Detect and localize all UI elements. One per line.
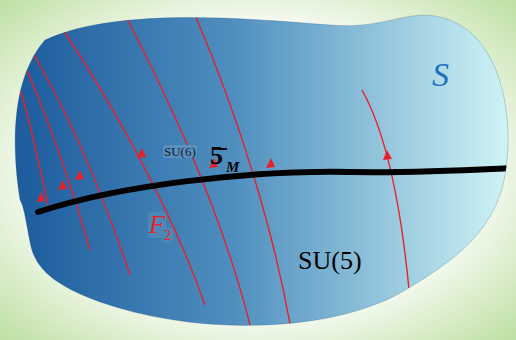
group-label: SU(6)	[163, 145, 197, 158]
flux-line	[18, 50, 90, 250]
flux-line	[362, 90, 412, 325]
curve-label: 5̄	[210, 143, 223, 169]
group-label: SU(5)	[298, 248, 362, 274]
curve-subscript: M	[226, 160, 239, 175]
arrowhead	[58, 180, 67, 190]
flux-line	[25, 40, 130, 275]
surface-name: S	[432, 58, 449, 92]
flux-subscript: 2	[163, 228, 173, 243]
surface-border	[15, 15, 508, 325]
arrowhead	[137, 148, 146, 158]
arrowhead	[383, 150, 392, 160]
flux-line	[14, 70, 48, 205]
flux-line	[60, 25, 205, 305]
arrowhead	[266, 158, 275, 168]
flux-line	[125, 15, 250, 325]
arrowhead	[37, 192, 45, 202]
matter-curve	[38, 168, 512, 212]
arrowhead	[75, 170, 84, 180]
